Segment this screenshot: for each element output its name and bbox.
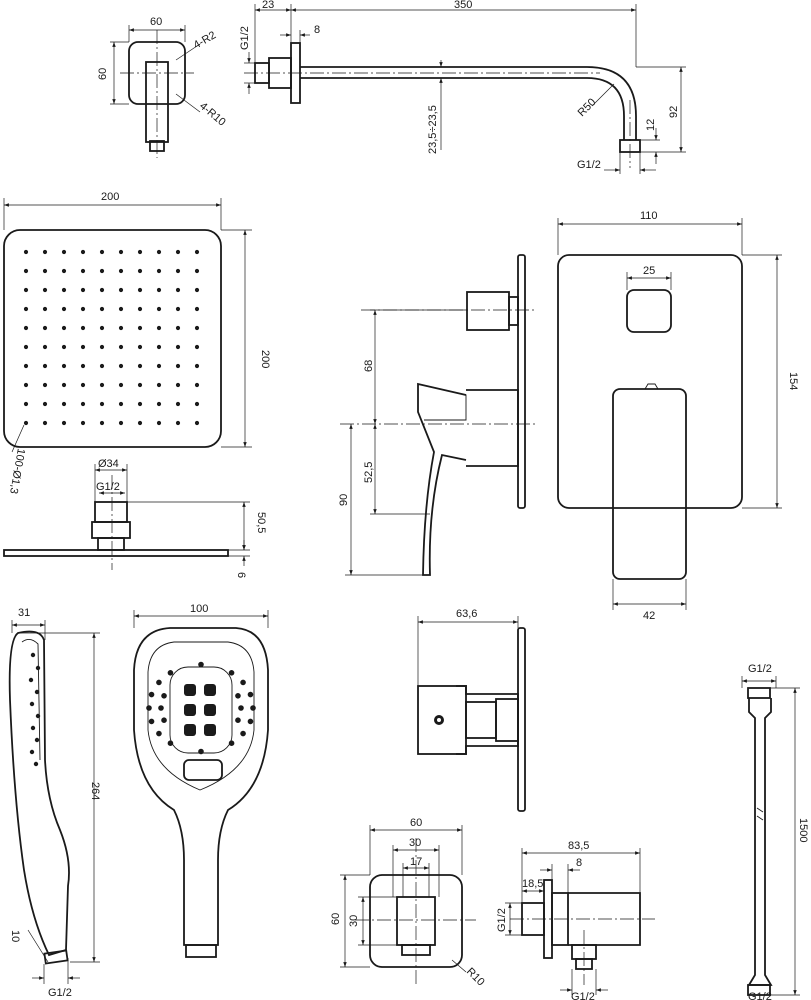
arm-flange-front-view [110,25,201,158]
hand-front-nozzles [146,661,256,755]
outlet-thread-out-label: G1/2 [571,991,595,1000]
head-nozzle-grid [23,249,200,426]
arm-flange-r2-label: 4-R2 [192,29,219,51]
shower-hose [741,676,800,996]
head-conn-dia-label: Ø34 [98,458,119,470]
elbow-inner-label: 30 [409,837,421,849]
head-conn-height-label: 50,5 [255,512,267,533]
arm-flange-thickness-label: 8 [314,24,320,36]
head-thickness-label: 6 [235,572,247,578]
wall-elbow-front-view [340,825,476,985]
hand-depth-label: 31 [18,607,30,619]
outlet-thread-in-label: G1/2 [496,908,508,932]
hand-side-nozzles [28,652,41,767]
valve-plate-width-label: 110 [640,210,658,222]
arm-tip-label: 12 [645,119,657,131]
shower-head-side-view [3,464,250,570]
hand-width-label: 100 [190,603,208,615]
hand-shower-front-view [133,610,269,958]
arm-offset-label: 23 [262,0,274,11]
elbow-port-label: 17 [410,856,422,868]
outlet-flange-label: 18,5 [522,878,543,890]
shower-head-top-view [3,198,252,453]
concealed-body-side-view [417,616,526,812]
valve-button-width-label: 25 [643,265,655,277]
arm-flange-r10-label: 4-R10 [197,100,228,128]
arm-flange-width-label: 60 [150,16,162,28]
valve-spacing-label: 68 [363,360,375,372]
outlet-plate-label: 8 [576,857,582,869]
hand-nozzle-label: 10 [9,930,21,942]
hand-length-label: 264 [89,782,101,800]
valve-lever-height-label: 52,5 [363,462,375,483]
arm-bend-radius-label: R50 [576,96,599,119]
arm-thread-bottom-label: G1/2 [577,159,601,171]
elbow-height-label: 60 [330,913,342,925]
hose-thread-top-label: G1/2 [748,663,772,675]
arm-drop-adjust-label: 23,5÷23,5 [427,105,439,154]
elbow-radius-label: R10 [464,966,487,989]
head-width-label: 200 [101,191,119,203]
hose-length-label: 1500 [797,818,809,842]
valve-plate-height-label: 154 [787,372,799,390]
head-height-label: 200 [259,350,271,368]
arm-length-label: 350 [454,0,472,11]
body-depth-label: 63,6 [456,608,477,620]
wall-outlet-side-view [505,848,655,995]
elbow-inner-height-label: 30 [348,915,360,927]
hand-shower-side-view [8,620,100,984]
arm-thread-top-label: G1/2 [239,26,251,50]
valve-lever-width-label: 42 [643,610,655,622]
outlet-length-label: 83,5 [568,840,589,852]
head-nozzles-label: 100-Ø1,3 [7,447,27,494]
valve-lever-total-label: 90 [338,494,350,506]
elbow-width-label: 60 [410,817,422,829]
head-thread-label: G1/2 [96,481,120,493]
arm-drop-label: 92 [668,106,680,118]
mixer-valve-side-view [340,254,535,576]
shower-arm-side-view [244,4,686,174]
arm-flange-height-label: 60 [97,68,109,80]
hand-thread-label: G1/2 [48,987,72,999]
mixer-valve-front-view [557,218,782,610]
hose-thread-bottom-label: G1/2 [748,991,772,1000]
